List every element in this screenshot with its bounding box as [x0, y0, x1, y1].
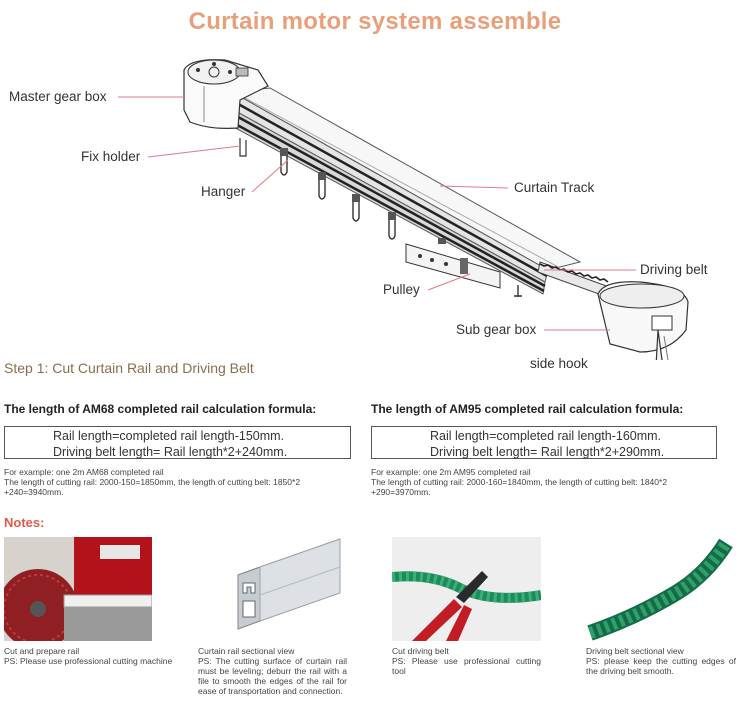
am68-formula-line1: Rail length=completed rail length-150mm. — [53, 429, 285, 443]
am68-example-line2: The length of cutting rail: 2000-150=185… — [4, 477, 301, 487]
page-title: Curtain motor system assemble — [188, 8, 562, 35]
side-hook — [655, 329, 669, 360]
caption-4-line2: PS: please keep the cutting edges of the… — [586, 656, 736, 676]
label-curtain-track: Curtain Track — [514, 180, 595, 195]
photo-cutting-machine — [4, 537, 152, 641]
pulley — [405, 243, 522, 297]
master-gear-box — [183, 59, 269, 129]
label-fix-holder: Fix holder — [81, 149, 141, 164]
caption-2-line1: Curtain rail sectional view — [198, 646, 295, 656]
am95-example-line1: For example: one 2m AM95 completed rail — [371, 467, 531, 477]
caption-2: Curtain rail sectional view PS: The cutt… — [198, 646, 347, 696]
label-sub-gear-box: Sub gear box — [456, 322, 537, 337]
label-side-hook: side hook — [530, 356, 588, 371]
label-hanger: Hanger — [201, 184, 246, 199]
caption-4-line1: Driving belt sectional view — [586, 646, 684, 656]
assembly-diagram — [118, 59, 689, 360]
curtain-track — [227, 87, 582, 295]
caption-3-line2: PS: Please use professional cutting tool — [392, 656, 541, 676]
am95-formula-box: Rail length=completed rail length-160mm.… — [371, 426, 717, 459]
label-master-gear-box: Master gear box — [9, 89, 107, 104]
am95-formula-line2: Driving belt length= Rail length*2+290mm… — [430, 445, 665, 459]
am68-formula-line2: Driving belt length= Rail length*2+240mm… — [53, 445, 288, 459]
am68-formula-box: Rail length=completed rail length-150mm.… — [4, 426, 351, 459]
am95-example-line3: +290=3970mm. — [371, 487, 431, 497]
label-driving-belt: Driving belt — [640, 262, 708, 277]
caption-1: Cut and prepare rail PS: Please use prof… — [4, 646, 189, 666]
caption-3: Cut driving belt PS: Please use professi… — [392, 646, 541, 676]
am95-formula-line1: Rail length=completed rail length-160mm. — [430, 429, 662, 443]
am68-example-line3: +240=3940mm. — [4, 487, 64, 497]
photo-rail-section — [198, 537, 348, 641]
sub-gear-box — [597, 281, 689, 353]
am68-heading: The length of AM68 completed rail calcul… — [4, 402, 317, 416]
photo-cut-belt — [392, 537, 541, 641]
caption-1-line2: PS: Please use professional cutting mach… — [4, 656, 173, 666]
step-heading: Step 1: Cut Curtain Rail and Driving Bel… — [4, 360, 254, 376]
hangers — [280, 148, 446, 244]
am95-example-line2: The length of cutting rail: 2000-160=184… — [371, 477, 668, 487]
am95-example: For example: one 2m AM95 completed rail … — [371, 467, 721, 497]
notes-heading: Notes: — [4, 515, 45, 530]
leader-lines — [118, 96, 636, 331]
fix-holder — [239, 138, 247, 157]
caption-3-line1: Cut driving belt — [392, 646, 449, 656]
caption-4: Driving belt sectional view PS: please k… — [586, 646, 736, 676]
caption-2-line2: PS: The cutting surface of curtain rail … — [198, 656, 347, 696]
am68-example: For example: one 2m AM68 completed rail … — [4, 467, 354, 497]
label-pulley: Pulley — [383, 282, 420, 297]
photo-belt-section — [586, 537, 734, 641]
am68-example-line1: For example: one 2m AM68 completed rail — [4, 467, 164, 477]
caption-1-line1: Cut and prepare rail — [4, 646, 80, 656]
am95-heading: The length of AM95 completed rail calcul… — [371, 402, 684, 416]
